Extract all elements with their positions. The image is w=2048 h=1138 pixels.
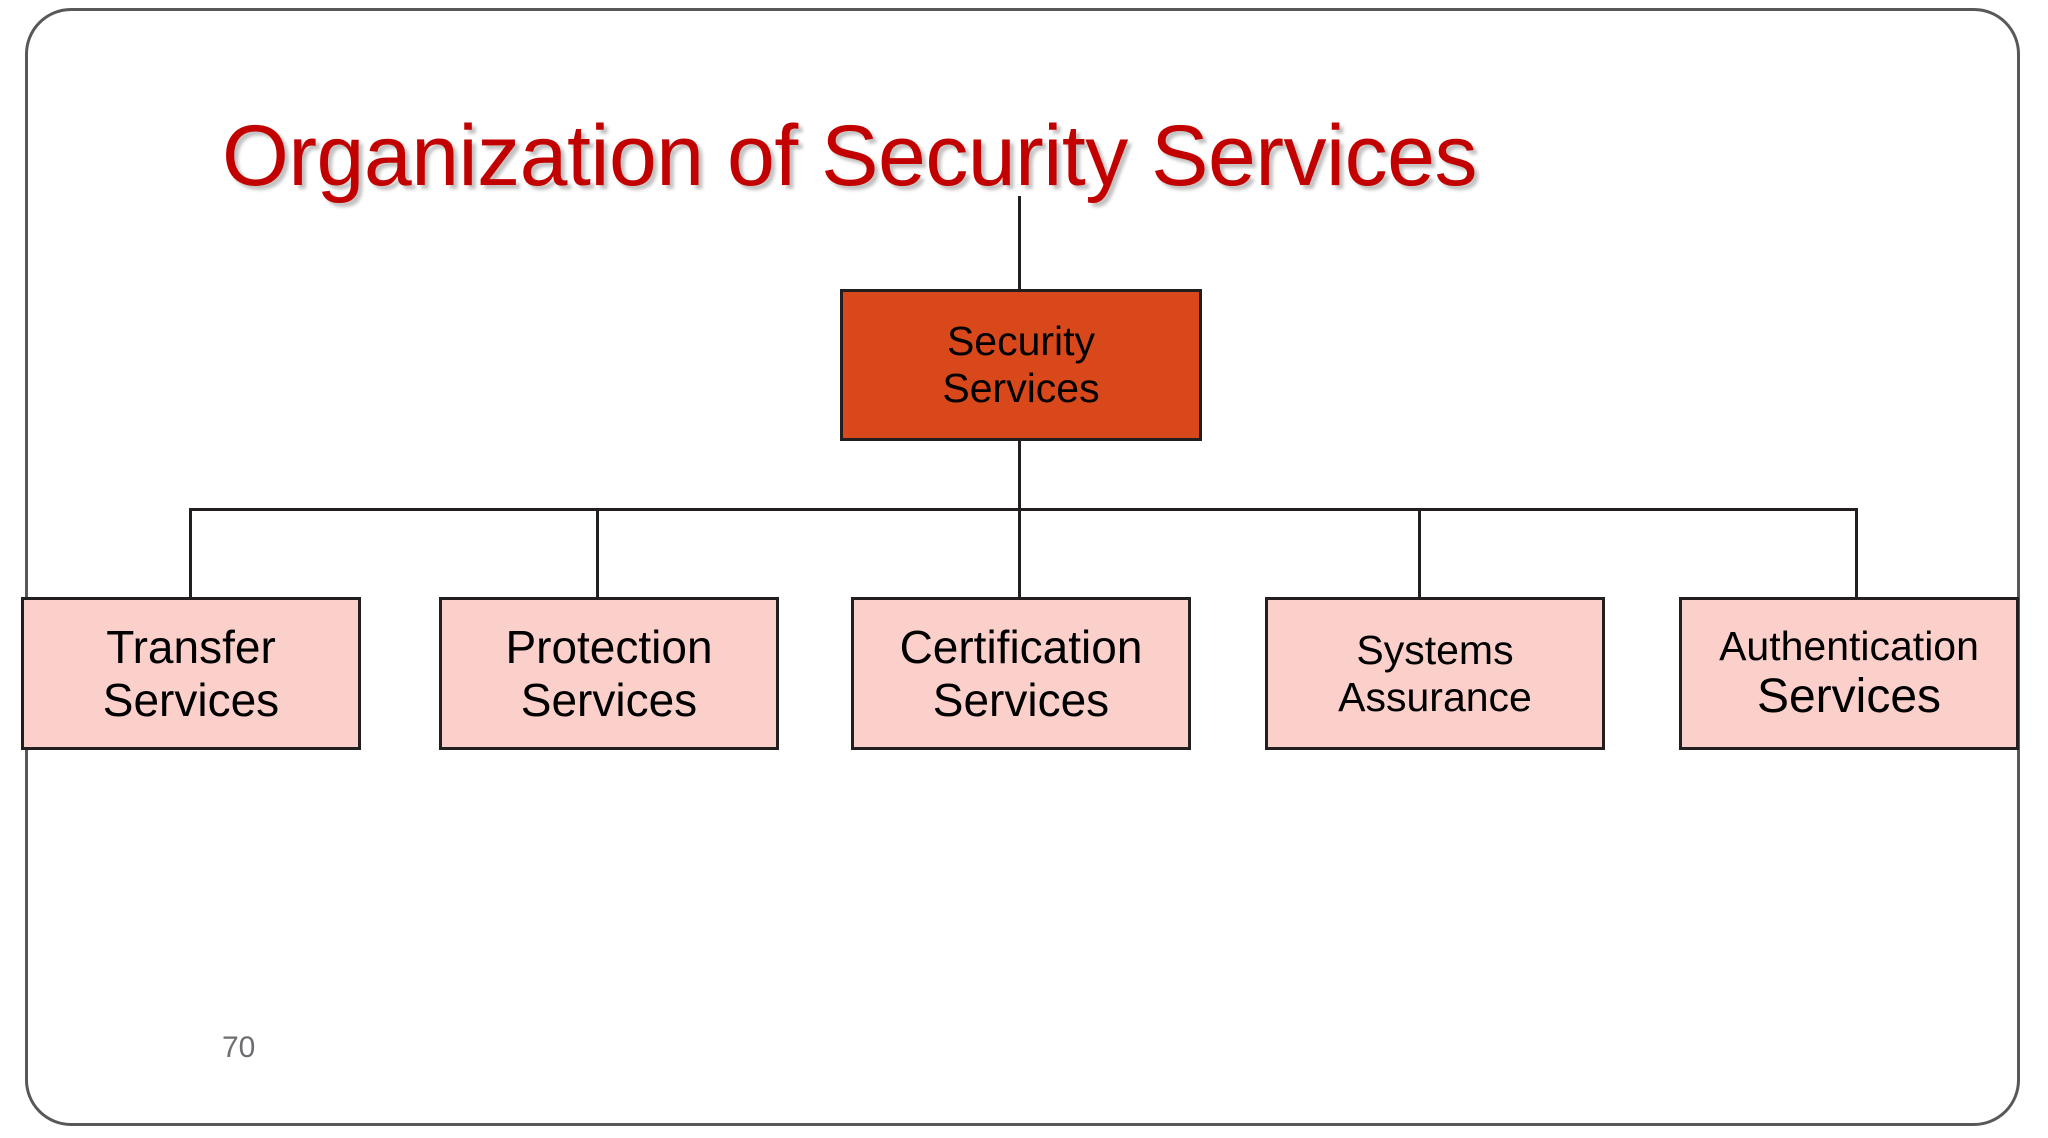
node-label-line2: Services xyxy=(102,673,280,726)
node-label-line1: Protection xyxy=(505,621,713,674)
node-authentication-services[interactable]: Authentication Services xyxy=(1679,597,2019,750)
node-systems-assurance[interactable]: Systems Assurance xyxy=(1265,597,1605,750)
node-label-line2: Services xyxy=(1756,669,1942,723)
connector-drop-systems-assurance xyxy=(1418,508,1421,598)
connector-drop-authentication-services xyxy=(1855,508,1858,598)
node-label-line2: Services xyxy=(932,673,1110,726)
connector-horizontal-bus xyxy=(189,508,1858,511)
node-protection-services[interactable]: Protection Services xyxy=(439,597,779,750)
node-label-line1: Security xyxy=(946,318,1096,365)
node-label-line2: Services xyxy=(520,673,698,726)
node-label-line1: Systems xyxy=(1356,626,1514,673)
connector-drop-protection-services xyxy=(596,508,599,598)
node-label-line2: Assurance xyxy=(1338,673,1532,720)
node-label-line1: Certification xyxy=(899,621,1143,674)
page-title: Organization of Security Services xyxy=(222,108,1477,204)
node-label-line1: Transfer xyxy=(106,621,276,674)
node-label-line1: Authentication xyxy=(1719,622,1979,669)
node-certification-services[interactable]: Certification Services xyxy=(851,597,1191,750)
node-transfer-services[interactable]: Transfer Services xyxy=(21,597,361,750)
connector-root-top xyxy=(1018,196,1021,290)
connector-root-bottom xyxy=(1018,441,1021,510)
connector-drop-certification-services xyxy=(1018,508,1021,598)
node-label-line2: Services xyxy=(942,365,1100,411)
node-security-services[interactable]: Security Services xyxy=(840,289,1202,441)
page-number: 70 xyxy=(222,1031,256,1064)
connector-drop-transfer-services xyxy=(189,508,192,598)
